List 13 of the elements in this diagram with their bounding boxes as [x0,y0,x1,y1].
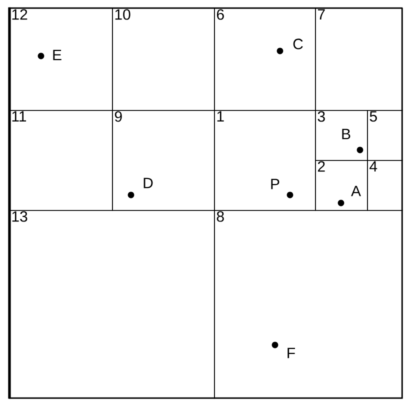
point-label: A [351,186,361,196]
cell-box: 10 [112,8,215,111]
cell-box: 13 [9,210,215,399]
point-label: B [342,128,350,140]
point-label: P [271,178,280,190]
cell-box: 11 [9,110,113,211]
cell-box: 7 [315,8,403,111]
point-label: E [53,50,62,60]
cell-box: 5 [367,110,403,161]
point-label: F [288,348,295,358]
cell-box: 4 [367,160,403,211]
point-label: C [293,38,303,50]
point-label: D [144,178,153,188]
